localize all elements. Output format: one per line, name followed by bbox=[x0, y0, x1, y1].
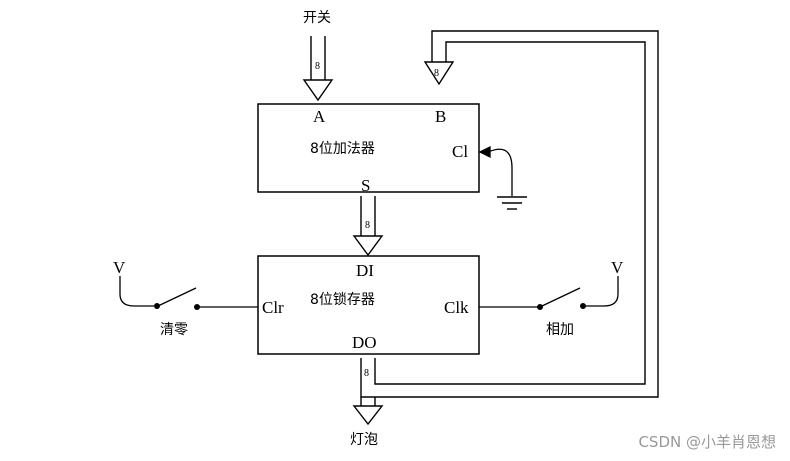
clear-switch-contact-left bbox=[154, 303, 160, 309]
ground-icon bbox=[497, 196, 527, 210]
adder-block bbox=[257, 103, 480, 193]
adder-port-b: B bbox=[435, 107, 446, 126]
clear-switch-contact-right bbox=[194, 304, 200, 310]
adder-port-a: A bbox=[313, 107, 326, 126]
bus-to-lamp bbox=[352, 397, 384, 426]
lamp-output-label: 灯泡 bbox=[350, 432, 378, 448]
adder-port-ci: Cl bbox=[452, 142, 468, 161]
bus-adder-to-latch bbox=[352, 196, 384, 257]
bus-width-label-s: 8 bbox=[365, 220, 370, 231]
switch-input-label: 开关 bbox=[303, 10, 331, 26]
latch-port-clr: Clr bbox=[262, 298, 284, 317]
latch-port-di: DI bbox=[356, 261, 374, 280]
latch-block bbox=[257, 255, 480, 355]
add-switch-contact-right bbox=[580, 303, 586, 309]
latch-port-clk: Clk bbox=[444, 298, 469, 317]
clear-switch-label: 清零 bbox=[160, 322, 188, 338]
latch-title: 8位锁存器 bbox=[310, 292, 375, 308]
add-supply-label: V bbox=[611, 258, 624, 277]
latch-port-do: DO bbox=[352, 333, 377, 352]
add-switch-contact-left bbox=[537, 304, 543, 310]
watermark: CSDN @小羊肖恩想 bbox=[638, 433, 776, 451]
add-switch bbox=[479, 276, 619, 308]
bus-width-label-a: 8 bbox=[315, 61, 320, 72]
bus-switch-to-a bbox=[302, 36, 334, 102]
bus-width-label-b: 8 bbox=[434, 68, 439, 79]
bus-width-label-do: 8 bbox=[364, 368, 369, 379]
adder-title: 8位加法器 bbox=[310, 141, 375, 157]
clear-switch bbox=[119, 276, 258, 308]
clear-supply-label: V bbox=[113, 258, 126, 277]
feedback-bus bbox=[360, 30, 659, 398]
carry-in-ground-wire bbox=[478, 145, 513, 196]
add-switch-label: 相加 bbox=[546, 322, 574, 338]
adder-port-s: S bbox=[361, 176, 370, 195]
